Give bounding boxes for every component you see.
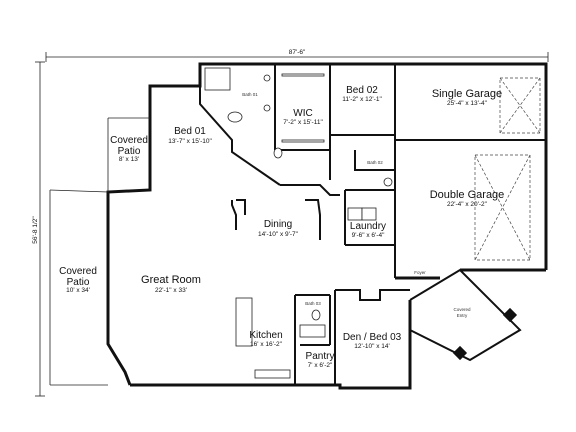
room-name-bath01: Bath 01 bbox=[242, 92, 258, 97]
room-name-bath03: Bath 03 bbox=[305, 301, 321, 306]
room-dims-bed01: 13'-7" x 15'-10" bbox=[168, 138, 212, 145]
room-name-bed02: Bed 02 bbox=[346, 85, 378, 96]
sink bbox=[263, 104, 271, 112]
overall-width-label: 87'-6" bbox=[289, 49, 306, 56]
overall-width-dimension: 87'-6" bbox=[45, 49, 549, 62]
bath03-tub bbox=[299, 324, 326, 338]
room-name-covered-entry-2: Entry bbox=[457, 313, 468, 318]
room-dims-double-garage: 22'-4" x 20'-2" bbox=[447, 201, 488, 208]
room-dims-pantry: 7' x 6'-2" bbox=[308, 362, 333, 369]
room-dims-covered-patio-large: 10' x 34' bbox=[66, 287, 90, 294]
room-dims-dining: 14'-10" x 9'-7" bbox=[258, 231, 299, 238]
patio-outlines bbox=[49, 77, 541, 386]
room-name-den: Den / Bed 03 bbox=[343, 332, 402, 343]
fixtures bbox=[204, 67, 518, 379]
room-dims-wic: 7'-2" x 15'-11" bbox=[283, 119, 323, 126]
entry-column bbox=[502, 307, 518, 323]
room-name-great-room: Great Room bbox=[141, 274, 201, 286]
room-name-pantry: Pantry bbox=[306, 351, 335, 362]
kitchen-counter bbox=[254, 369, 291, 379]
room-name-covered-entry-1: Covered bbox=[453, 307, 471, 312]
room-name-double-garage: Double Garage bbox=[430, 189, 505, 201]
sink bbox=[263, 74, 271, 82]
room-labels: Bed 01 13'-7" x 15'-10" WIC 7'-2" x 15'-… bbox=[59, 85, 504, 369]
room-name-bath-small: Bath 02 bbox=[367, 160, 383, 165]
interior-walls bbox=[199, 64, 546, 385]
toilet bbox=[311, 309, 321, 321]
room-dims-laundry: 9'-6" x 6'-4" bbox=[352, 232, 385, 239]
entry-column bbox=[452, 345, 468, 361]
exterior-walls bbox=[106, 62, 548, 390]
overall-depth-dimension: 56'-8 1/2" bbox=[32, 61, 45, 397]
room-dims-covered-patio-small: 8' x 13' bbox=[119, 156, 139, 163]
room-dims-den: 12'-10" x 14' bbox=[354, 343, 390, 350]
room-dims-single-garage: 25'-4" x 13'-4" bbox=[447, 100, 488, 107]
room-name-single-garage: Single Garage bbox=[432, 88, 502, 100]
toilet bbox=[273, 147, 283, 159]
overall-depth-label: 56'-8 1/2" bbox=[32, 216, 39, 244]
room-name-covered-patio-large-2: Patio bbox=[67, 277, 90, 288]
washer bbox=[347, 207, 363, 221]
room-name-covered-patio-small-2: Patio bbox=[118, 146, 141, 157]
room-name-dining: Dining bbox=[264, 219, 292, 230]
kitchen-island bbox=[235, 297, 253, 347]
room-name-bed01: Bed 01 bbox=[174, 126, 206, 137]
room-name-foyer: Foyer bbox=[414, 270, 426, 275]
room-name-covered-patio-small-1: Covered bbox=[110, 135, 148, 146]
room-dims-bed02: 11'-2" x 12'-1" bbox=[342, 96, 382, 103]
bed01-bath-tub bbox=[227, 111, 243, 123]
room-name-wic: WIC bbox=[293, 108, 312, 119]
room-name-laundry: Laundry bbox=[350, 221, 386, 232]
toilet bbox=[383, 177, 393, 187]
room-dims-great-room: 22'-1" x 33' bbox=[155, 287, 187, 294]
room-dims-kitchen: 16' x 16'-2" bbox=[250, 341, 283, 348]
room-name-kitchen: Kitchen bbox=[249, 330, 282, 341]
tub bbox=[204, 67, 231, 91]
dryer bbox=[361, 207, 377, 221]
room-name-covered-patio-large-1: Covered bbox=[59, 266, 97, 277]
